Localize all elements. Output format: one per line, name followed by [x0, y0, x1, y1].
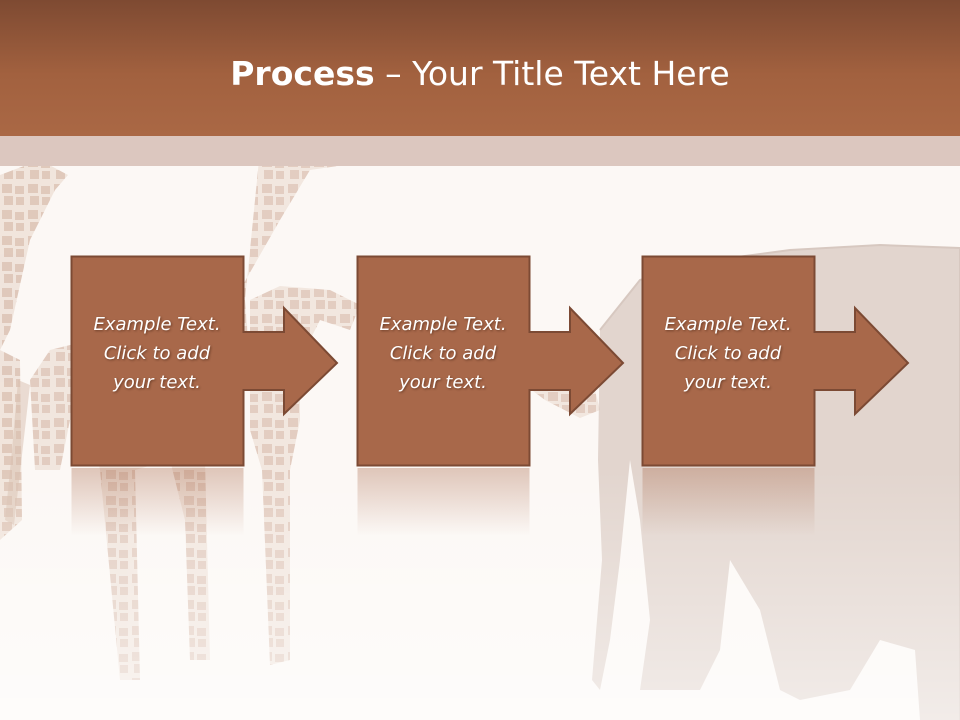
- title-bar: [0, 0, 960, 136]
- title-rest-text: – Your Title Text Here: [374, 54, 730, 93]
- step-2-arrow-shape: [356, 255, 625, 536]
- step-2-line-1: Example Text.: [379, 314, 507, 335]
- step-2-line-2: Click to add: [389, 343, 497, 364]
- header-band: [0, 136, 960, 166]
- step-2-text: Example Text. Click to add your text.: [357, 310, 529, 397]
- step-3-line-3: your text.: [684, 372, 772, 393]
- step-3-arrow-shape: [641, 255, 910, 536]
- step-1-arrow-shape: [70, 255, 339, 536]
- step-3-line-1: Example Text.: [664, 314, 792, 335]
- step-1-line-1: Example Text.: [93, 314, 221, 335]
- title-bold-text: Process: [230, 54, 375, 93]
- process-step-1[interactable]: Example Text. Click to add your text.: [70, 255, 341, 536]
- step-1-line-3: your text.: [113, 372, 201, 393]
- step-1-line-2: Click to add: [103, 343, 211, 364]
- step-3-line-2: Click to add: [674, 343, 782, 364]
- slide-title[interactable]: Process – Your Title Text Here: [0, 52, 960, 96]
- process-step-2[interactable]: Example Text. Click to add your text.: [356, 255, 627, 536]
- step-3-text: Example Text. Click to add your text.: [642, 310, 814, 397]
- step-2-line-3: your text.: [399, 372, 487, 393]
- step-1-text: Example Text. Click to add your text.: [71, 310, 243, 397]
- process-step-3[interactable]: Example Text. Click to add your text.: [641, 255, 912, 536]
